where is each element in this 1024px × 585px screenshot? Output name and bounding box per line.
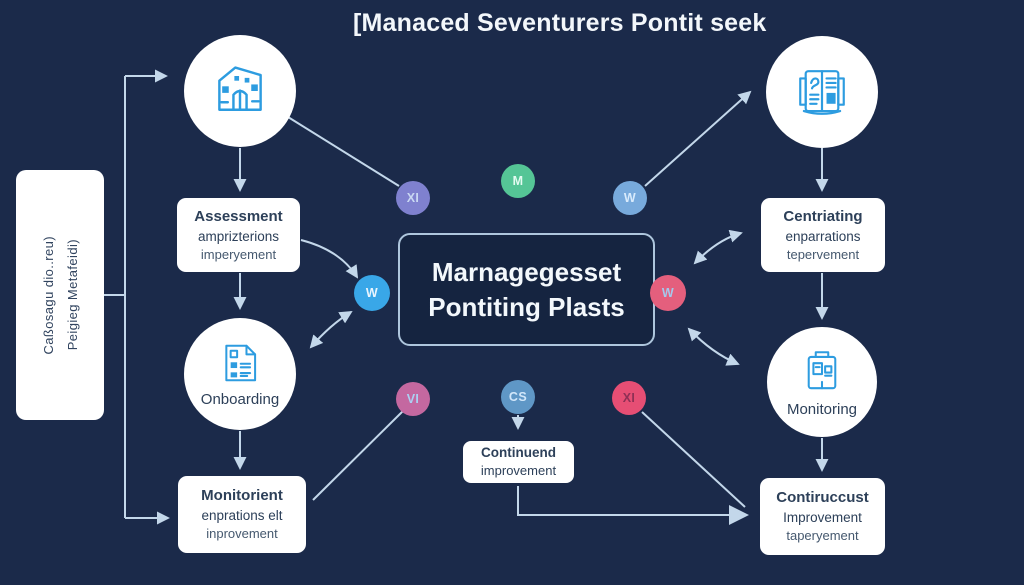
line-xi-red-to-contiruccust [641,411,746,508]
badge-xi-red: XI [612,381,646,415]
box-line: Contiruccust [776,489,869,507]
box-line: Improvement [783,510,862,526]
box-line: amprizterions [197,228,280,244]
box-line: inprovement [206,526,278,542]
continuend-box: Continuend improvement [463,441,574,483]
arrow-w-badge-to-news [644,90,752,187]
onboarding-label: Onboarding [200,391,280,408]
facility-node [184,35,296,147]
open-book-icon [799,70,845,115]
box-line: Continuend [481,444,556,460]
box-line: enprations elt [201,508,283,524]
line-facility-to-xi-badge [287,116,400,187]
box-line: tepervement [786,246,860,262]
curve-onboarding-w-badge [309,310,353,349]
curve-assessment-to-w-badge [300,239,359,279]
badge-vi-mauve: VI [396,382,430,416]
monitorient-box: Monitorient enprations elt inprovement [178,476,306,553]
monitoring-node: Monitoring [767,327,877,437]
building-icon [218,66,262,111]
badge-cs-steel: CS [501,380,535,414]
box-line: Centriating [783,207,863,225]
diagram-title: [Manaced Seventurers Pontit seek [353,9,767,37]
left-panel-line: Peigieg Metafeidi) [64,239,80,351]
left-panel-line: Caßosagu dio..reu) [40,235,56,355]
document-icon [225,344,257,382]
news-node [766,36,878,148]
left-side-panel: Caßosagu dio..reu) Peigieg Metafeidi) [16,170,104,420]
badge-m-green: M [501,164,535,198]
contiruccust-box: Contiruccust Improvement taperyement [760,478,885,555]
box-line: improvement [480,462,557,478]
box-line: taperyement [786,528,859,544]
assessment-box: Assessment amprizterions imperyement [177,198,300,272]
box-line: enparrations [785,228,861,244]
badge-w-pink: W [650,275,686,311]
badge-xi-purple: XI [396,181,430,215]
box-line: Monitorient [201,487,283,505]
line-vi-badge-to-monitorient [312,409,405,501]
center-line: Marnagegesset [431,257,622,288]
monitoring-label: Monitoring [786,401,858,418]
badge-w-bright-blue: W [354,275,390,311]
curve-w-pink-centriating [693,229,743,265]
center-line: Pontiting Plasts [428,291,625,322]
box-line: imperyement [200,246,277,262]
arrow-continuend-to-contiruccust [517,486,749,525]
onboarding-node: Onboarding [184,318,296,430]
box-line: Assessment [194,207,283,225]
curve-w-pink-monitoring [687,327,740,366]
device-icon [807,351,837,390]
centriating-box: Centriating enparrations tepervement [761,198,885,272]
badge-w-slate-blue: W [613,181,647,215]
central-title-box: Marnagegesset Pontiting Plasts [398,233,655,346]
